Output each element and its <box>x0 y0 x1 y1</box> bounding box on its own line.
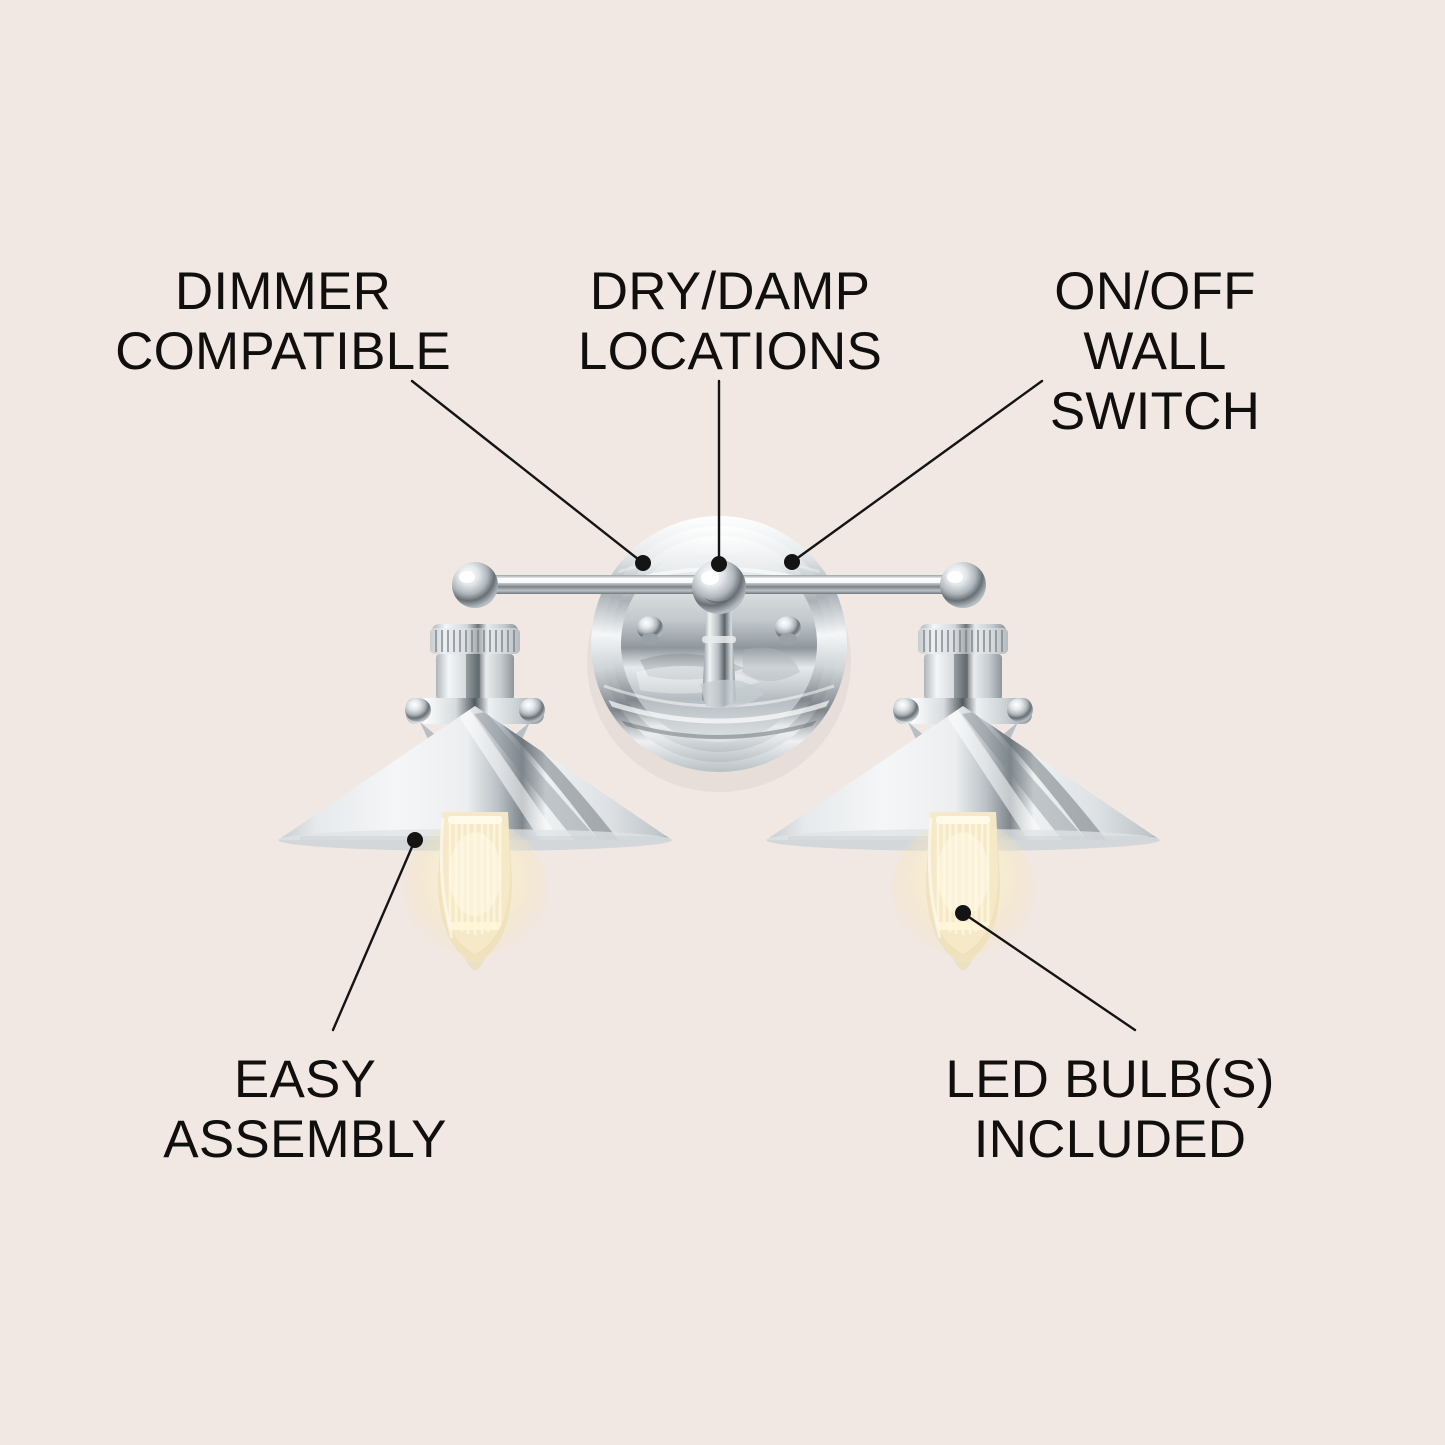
left-socket <box>430 624 520 700</box>
left-edison-bulb <box>403 812 547 970</box>
wall-backplate <box>587 516 851 792</box>
callout-easy-assembly: EASY ASSEMBLY <box>163 1050 447 1169</box>
callout-on-off-wall-switch: ON/OFF WALL SWITCH <box>1049 262 1261 441</box>
right-socket <box>918 624 1008 700</box>
left-ball-finial <box>452 562 498 608</box>
right-ball-finial <box>940 562 986 608</box>
mounting-screw-left <box>637 616 663 645</box>
center-ball-finial <box>692 560 746 614</box>
knurled-ring <box>430 628 520 654</box>
right-light-assembly <box>766 562 1160 970</box>
callout-dry-damp-locations: DRY/DAMP LOCATIONS <box>577 262 883 381</box>
knurled-ring <box>918 628 1008 654</box>
callout-led-bulbs-included: LED BULB(S) INCLUDED <box>945 1050 1275 1169</box>
left-light-assembly <box>278 562 672 970</box>
callout-dimmer-compatible: DIMMER COMPATIBLE <box>115 262 451 381</box>
left-cone-shade <box>278 706 672 851</box>
right-edison-bulb <box>891 812 1035 970</box>
mounting-screw-right <box>775 616 801 645</box>
